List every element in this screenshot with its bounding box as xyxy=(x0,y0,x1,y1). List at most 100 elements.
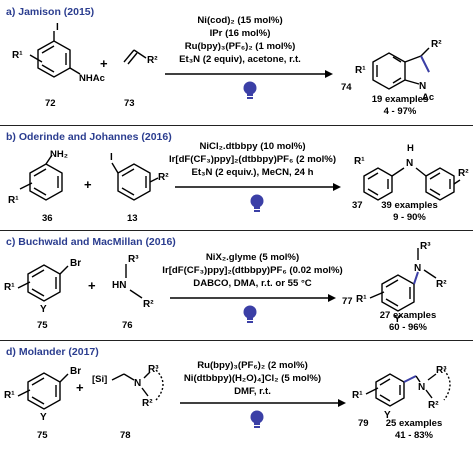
b-cond-3: Et₃N (2 equiv.), MeCN, 24 h xyxy=(191,167,314,178)
d-cond-1: Ru(bpy)₃(PF₆)₂ (2 mol%) xyxy=(197,360,308,371)
a-iodo-atom: I xyxy=(56,22,59,33)
b-label-36: 36 xyxy=(42,213,53,224)
b-r2-holder: R² xyxy=(158,172,169,183)
d-si-group: [Si] xyxy=(92,374,107,385)
a-prod-ac: Ac xyxy=(422,92,434,103)
c-light-bulb-icon xyxy=(243,305,257,323)
a-r1-label: R¹ xyxy=(12,50,23,61)
b-r2-label: R² xyxy=(158,172,169,183)
c-prod-n: N xyxy=(414,263,421,274)
a-prod-r2: R² xyxy=(431,39,442,50)
d-cond-3: DMF, r.t. xyxy=(234,386,271,397)
b-prod-n: N xyxy=(406,158,413,169)
c-r1-label: R¹ xyxy=(4,282,15,293)
b-plus: + xyxy=(84,177,92,192)
d-label-79: 79 xyxy=(358,418,369,429)
d-product-79: N R³ R² R¹ Y xyxy=(352,365,451,421)
b-product-37: H N R¹ R² xyxy=(354,143,469,201)
d-conditions: Ru(bpy)₃(PF₆)₂ (2 mol%) Ni(dtbbpy)(H₂O)₄… xyxy=(160,359,345,398)
a-product-74: R² N Ac R¹ xyxy=(355,39,442,103)
b-label-37: 37 xyxy=(352,200,363,211)
d-examples: 25 examples xyxy=(385,418,443,429)
panel-a-reactants: I NHAc R¹ + R² xyxy=(12,22,158,84)
b-examples: 39 examples xyxy=(381,200,438,211)
a-label-74: 74 xyxy=(341,82,352,93)
c-cond-2: Ir[dF(CF₃)ppy]₂(dtbbpy)PF₆ (0.02 mol%) xyxy=(162,265,343,276)
b-cond-1: NiCl₂.dtbbpy (10 mol%) xyxy=(199,141,306,152)
c-cond-1: NiX₂.glyme (5 mol%) xyxy=(205,252,300,263)
b-iodo-atom: I xyxy=(110,152,113,163)
a-cond-2: IPr (16 mol%) xyxy=(209,28,271,39)
separator-bc xyxy=(0,230,473,231)
c-cond-3: DABCO, DMA, r.t. or 55 °C xyxy=(193,278,312,289)
c-r2-label: R² xyxy=(143,299,154,310)
panel-d-reactants: Br R¹ Y + [Si] N R³ R² xyxy=(4,364,164,423)
a-yield: 4 - 97% xyxy=(383,106,417,117)
c-prod-r1: R¹ xyxy=(356,294,367,305)
b-reaction-arrow xyxy=(175,183,341,191)
b-r1-label: R¹ xyxy=(8,195,19,206)
separator-ab xyxy=(0,125,473,126)
c-label-77: 77 xyxy=(342,296,353,307)
panel-d-title: d) Molander (2017) xyxy=(6,346,99,358)
c-y-atom: Y xyxy=(40,304,47,315)
a-plus: + xyxy=(100,56,108,71)
a-alkene-r2: R² xyxy=(147,55,158,66)
d-label-78: 78 xyxy=(120,430,131,441)
panel-a-title: a) Jamison (2015) xyxy=(6,6,95,18)
separator-cd xyxy=(0,340,473,341)
a-examples: 19 examples xyxy=(371,94,429,105)
d-br-atom: Br xyxy=(70,366,81,377)
a-nhac-group: NHAc xyxy=(79,73,105,84)
panel-b-title: b) Oderinde and Johannes (2016) xyxy=(6,131,172,143)
c-reaction-arrow xyxy=(170,294,336,302)
c-r3-label: R³ xyxy=(128,254,139,265)
d-prod-r3: R³ xyxy=(436,365,447,376)
b-prod-h: H xyxy=(407,143,414,154)
a-prod-r1: R¹ xyxy=(355,65,366,76)
c-prod-y: Y xyxy=(394,314,401,325)
a-label-73: 73 xyxy=(124,98,135,109)
a-result: 19 examples 4 - 97% xyxy=(360,94,440,118)
d-prod-r2: R² xyxy=(428,400,439,411)
c-examples: 27 examples xyxy=(379,310,437,321)
d-r1-label: R¹ xyxy=(4,390,15,401)
b-cond-2: Ir[dF(CF₃)ppy]₂(dtbbpy)PF₆ (2 mol%) xyxy=(168,154,337,165)
c-hn-atom: HN xyxy=(112,280,126,291)
b-prod-r2: R² xyxy=(458,168,469,179)
a-cond-4: Et₃N (2 equiv), acetone, r.t. xyxy=(179,54,301,65)
a-light-bulb-icon xyxy=(243,81,257,99)
d-y-atom: Y xyxy=(40,412,47,423)
b-conditions: NiCl₂.dtbbpy (10 mol%) Ir[dF(CF₃)ppy]₂(d… xyxy=(165,140,340,179)
a-label-72: 72 xyxy=(45,98,56,109)
d-yield: 41 - 83% xyxy=(394,430,434,441)
panel-c-title: c) Buchwald and MacMillan (2016) xyxy=(6,236,176,248)
d-plus: + xyxy=(76,380,84,395)
c-product-77: R³ N R² R¹ Y xyxy=(356,241,447,325)
c-label-75: 75 xyxy=(37,320,48,331)
a-reaction-arrow xyxy=(165,70,333,78)
b-yield: 9 - 90% xyxy=(393,212,426,223)
c-result: 27 examples 60 - 96% xyxy=(368,310,448,334)
c-prod-r2: R² xyxy=(436,279,447,290)
d-n-atom: N xyxy=(134,378,141,389)
d-prod-n: N xyxy=(418,382,425,393)
d-label-75: 75 xyxy=(37,430,48,441)
a-cond-1: Ni(cod)₂ (15 mol%) xyxy=(197,15,283,26)
d-light-bulb-icon xyxy=(250,410,264,428)
c-br-atom: Br xyxy=(70,258,81,269)
d-reaction-arrow xyxy=(180,399,346,407)
b-label-13: 13 xyxy=(127,213,138,224)
a-conditions: Ni(cod)₂ (15 mol%) IPr (16 mol%) Ru(bpy)… xyxy=(160,14,320,66)
c-yield: 60 - 96% xyxy=(388,322,428,333)
d-prod-r1: R¹ xyxy=(352,390,363,401)
panel-c-reactants: Br R¹ Y + R³ HN R² xyxy=(4,254,154,315)
d-prod-y: Y xyxy=(384,410,391,421)
b-result: 39 examples 9 - 90% xyxy=(372,200,447,224)
panel-b-reactants: NH₂ R¹ + I xyxy=(8,149,159,206)
d-r2-label: R² xyxy=(142,398,153,409)
c-label-76: 76 xyxy=(122,320,133,331)
b-light-bulb-icon xyxy=(250,194,264,212)
c-plus: + xyxy=(88,278,96,293)
d-r3-label: R³ xyxy=(148,364,159,375)
